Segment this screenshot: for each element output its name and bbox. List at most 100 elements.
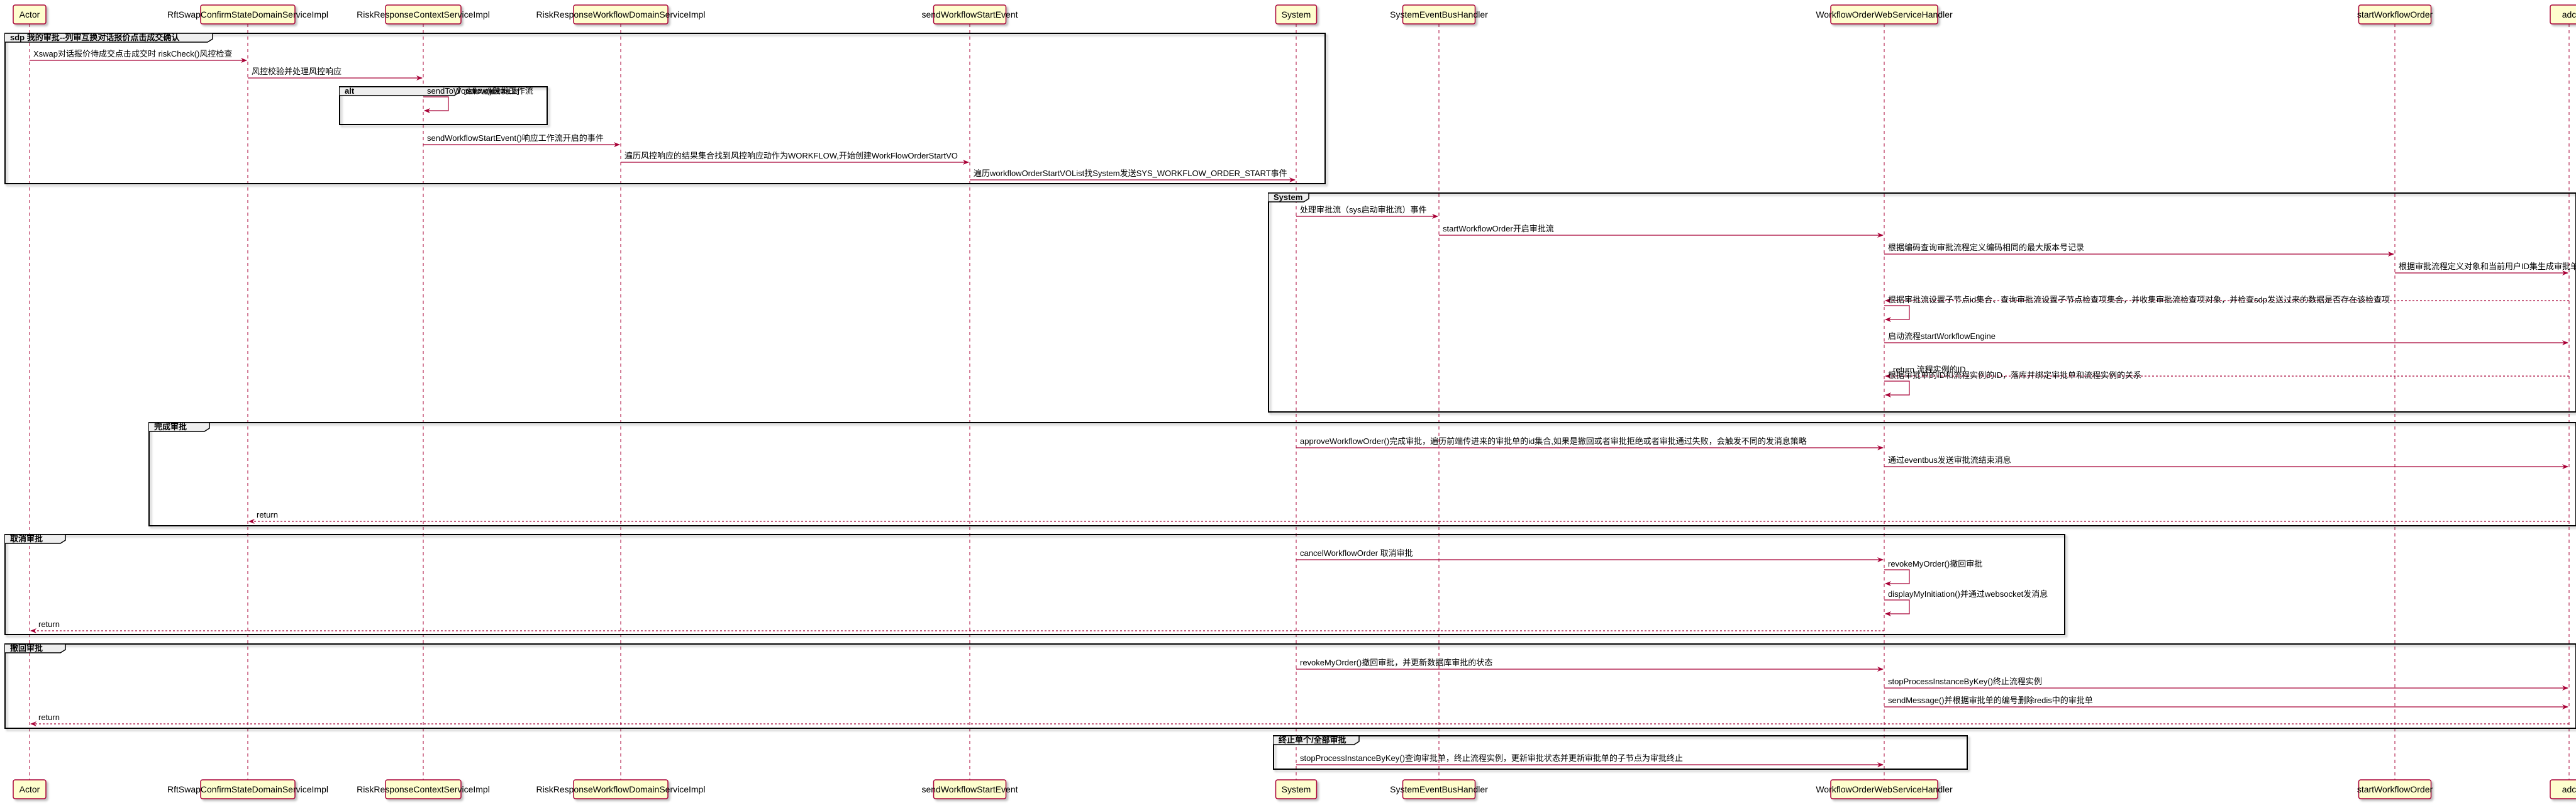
participant-label: System xyxy=(1282,9,1311,19)
frame-tab xyxy=(5,643,66,653)
message-18: cancelWorkflowOrder 取消审批 xyxy=(1296,548,1884,562)
frame-tab xyxy=(5,33,213,43)
messages-layer: Xswap对话报价待成交点击成交时 riskCheck()风控检查风控校验并处理… xyxy=(30,49,2576,767)
participant-bottom-7: WorkflowOrderWebServiceHandler xyxy=(1816,779,1953,799)
participant-top-4: sendWorkflowStartEvent xyxy=(921,4,1018,25)
participant-box xyxy=(1402,4,1476,25)
message-7: startWorkflowOrder开启审批流 xyxy=(1439,224,1884,238)
message-22: revokeMyOrder()撤回审批，并更新数据库审批的状态 xyxy=(1296,658,1884,672)
participant-box xyxy=(933,779,1007,799)
participant-bottom-8: startWorkflowOrder xyxy=(2357,779,2433,799)
participant-label: RiskResponseContextServiceImpl xyxy=(357,9,490,19)
message-25: return xyxy=(30,713,2569,726)
participant-box xyxy=(573,4,669,25)
frame-tab xyxy=(1269,192,1309,203)
frame-3: 完成审批 xyxy=(148,422,2576,526)
message-line xyxy=(1884,599,1910,616)
participant-label: adc xyxy=(2562,9,2576,19)
message-15: approveWorkflowOrder()完成审批，遍历前端传进来的审批单的i… xyxy=(1296,436,1884,450)
participant-bottom-3: RiskResponseWorkflowDomainServiceImpl xyxy=(536,779,706,799)
message-label: Xswap对话报价待成交点击成交时 riskCheck()风控检查 xyxy=(33,49,232,58)
message-label: 风控校验并处理风控响应 xyxy=(252,67,341,76)
participant-label: startWorkflowOrder xyxy=(2357,784,2433,794)
frame-tab xyxy=(340,86,460,96)
frame-label: 完成审批 xyxy=(154,422,187,431)
participant-label: SystemEventBusHandler xyxy=(1390,784,1488,794)
participant-label: sendWorkflowStartEvent xyxy=(921,9,1018,19)
message-1: 风控校验并处理风控响应 xyxy=(248,67,423,80)
participant-label: RiskResponseContextServiceImpl xyxy=(357,784,490,794)
frame-5: 撤回审批 xyxy=(4,643,2576,729)
participant-box xyxy=(2358,779,2432,799)
message-4: 遍历风控响应的结果集合找到风控响应动作为WORKFLOW,开始创建WorkFlo… xyxy=(621,151,969,165)
message-label: stopProcessInstanceByKey()查询审批单，终止流程实例，更… xyxy=(1300,753,1683,763)
message-label: sendWorkflowStartEvent()响应工作流开启的事件 xyxy=(427,133,604,143)
participant-label: RiskResponseWorkflowDomainServiceImpl xyxy=(536,784,706,794)
frame-4: 取消审批 xyxy=(4,534,2065,635)
message-2: sendToWorkflow()触发工作流 xyxy=(423,86,533,113)
message-label: 根据编码查询审批流程定义编码相同的最大版本号记录 xyxy=(1888,243,2084,252)
message-label: 遍历风控响应的结果集合找到风控响应动作为WORKFLOW,开始创建WorkFlo… xyxy=(625,151,958,160)
message-label: 根据审批流程定义对象和当前用户ID集生成审批单 xyxy=(2399,262,2576,271)
frame-tab xyxy=(5,534,66,544)
message-label: displayMyInitiation()并通过websocket发消息 xyxy=(1888,589,2048,599)
message-label: 处理审批流（sys启动审批流）事件 xyxy=(1300,205,1427,214)
frame-guard: [如果风控触发审批流] xyxy=(464,88,519,95)
participant-label: RftSwapConfirmStateDomainServiceImpl xyxy=(167,784,328,794)
participants-layer: ActorActorRftSwapConfirmStateDomainServi… xyxy=(13,4,2576,799)
participant-label: RiskResponseWorkflowDomainServiceImpl xyxy=(536,9,706,19)
participant-box xyxy=(385,4,462,25)
participant-bottom-9: adc xyxy=(2550,779,2576,799)
message-label: revokeMyOrder()撤回审批 xyxy=(1888,559,1982,569)
participant-top-8: startWorkflowOrder xyxy=(2357,4,2433,25)
message-24: sendMessage()并根据审批单的编号删除redis中的审批单 xyxy=(1884,696,2568,709)
message-14: 根据审批单的ID和流程实例的ID，落库并绑定审批单和流程实例的关系 xyxy=(1884,370,2141,397)
message-20: displayMyInitiation()并通过websocket发消息 xyxy=(1884,589,2048,616)
frames-layer: sdp 我的审批--列审互换对话报价点击成交确认alt[如果风控触发审批流]Sy… xyxy=(4,33,2576,770)
message-line xyxy=(423,96,449,113)
message-3: sendWorkflowStartEvent()响应工作流开启的事件 xyxy=(423,133,620,147)
participant-bottom-5: System xyxy=(1275,779,1318,799)
participant-top-0: Actor xyxy=(13,4,47,25)
participant-label: WorkflowOrderWebServiceHandler xyxy=(1816,9,1953,19)
participant-box xyxy=(573,779,669,799)
frame-border xyxy=(1268,192,2576,413)
participant-top-5: System xyxy=(1275,4,1318,25)
frame-label: alt xyxy=(345,86,355,96)
message-label: cancelWorkflowOrder 取消审批 xyxy=(1300,548,1413,558)
participant-bottom-2: RiskResponseContextServiceImpl xyxy=(357,779,490,799)
frame-label: 取消审批 xyxy=(10,534,43,543)
participant-box xyxy=(1830,779,1938,799)
message-19: revokeMyOrder()撤回审批 xyxy=(1884,559,1982,586)
message-label: 启动流程startWorkflowEngine xyxy=(1888,331,1996,341)
message-9: 根据审批流程定义对象和当前用户ID集生成审批单 xyxy=(2395,262,2576,275)
message-0: Xswap对话报价待成交点击成交时 riskCheck()风控检查 xyxy=(30,49,247,63)
message-23: stopProcessInstanceByKey()终止流程实例 xyxy=(1884,677,2568,691)
message-6: 处理审批流（sys启动审批流）事件 xyxy=(1296,205,1438,219)
participant-box xyxy=(200,4,296,25)
participant-bottom-1: RftSwapConfirmStateDomainServiceImpl xyxy=(167,779,328,799)
frame-tab xyxy=(149,422,210,432)
participant-label: RftSwapConfirmStateDomainServiceImpl xyxy=(167,9,328,19)
message-11: 根据审批流设置子节点id集合、查询审批流设置子节点检查项集合，并收集审批流检查项… xyxy=(1884,295,2390,322)
message-label: stopProcessInstanceByKey()终止流程实例 xyxy=(1888,677,2042,686)
participant-label: System xyxy=(1282,784,1311,794)
message-17: return xyxy=(248,510,2569,524)
participant-box xyxy=(1402,779,1476,799)
participant-box xyxy=(13,779,47,799)
participant-box xyxy=(933,4,1007,25)
participant-bottom-4: sendWorkflowStartEvent xyxy=(921,779,1018,799)
message-label: 根据审批单的ID和流程实例的ID，落库并绑定审批单和流程实例的关系 xyxy=(1888,370,2141,380)
participant-label: adc xyxy=(2562,784,2576,794)
message-label: sendToWorkflow()触发工作流 xyxy=(427,86,533,96)
participant-top-7: WorkflowOrderWebServiceHandler xyxy=(1816,4,1953,25)
message-label: return xyxy=(38,713,60,722)
message-label: approveWorkflowOrder()完成审批，遍历前端传进来的审批单的i… xyxy=(1300,436,1807,446)
frame-label: 终止单个/全部审批 xyxy=(1279,735,1346,745)
frame-label: 撤回审批 xyxy=(10,643,43,653)
participant-top-1: RftSwapConfirmStateDomainServiceImpl xyxy=(167,4,328,25)
message-label: sendMessage()并根据审批单的编号删除redis中的审批单 xyxy=(1888,696,2093,705)
message-label: return 流程实例的ID xyxy=(1893,365,1966,374)
participant-top-3: RiskResponseWorkflowDomainServiceImpl xyxy=(536,4,706,25)
